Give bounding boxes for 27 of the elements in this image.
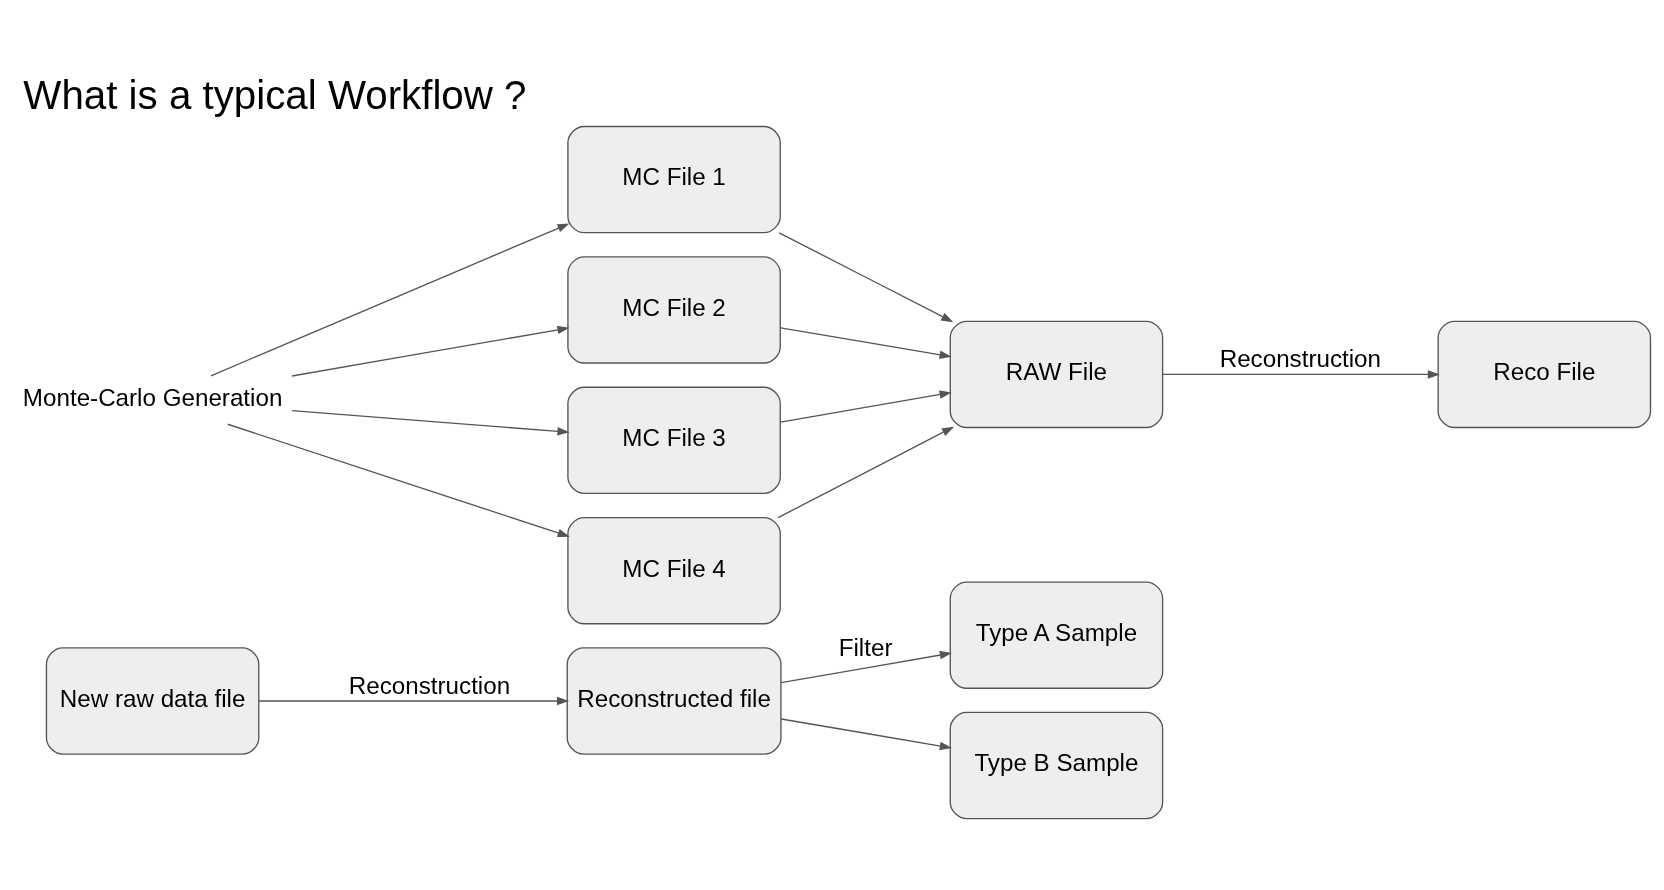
edge-label: Filter: [838, 633, 893, 661]
arrow: [227, 423, 570, 537]
arrow: [1162, 370, 1440, 379]
edge-label: Reconstruction: [348, 671, 511, 699]
node-box: Type B Sample: [949, 711, 1164, 820]
node-box: MC File 2: [567, 256, 781, 364]
arrow: [780, 718, 952, 751]
node-box: New raw data file: [45, 647, 260, 755]
node-box: RAW File: [949, 320, 1164, 429]
arrow: [780, 390, 952, 423]
arrow: [778, 232, 954, 323]
node-text: Monte-Carlo Generation: [22, 383, 283, 411]
node-box: MC File 1: [567, 125, 781, 234]
node-box: MC File 4: [567, 516, 781, 625]
arrow: [777, 426, 955, 519]
diagram-title: What is a typical Workflow ?: [23, 73, 527, 119]
node-box: Type A Sample: [949, 581, 1164, 689]
arrow: [258, 696, 570, 706]
arrow: [291, 410, 570, 436]
node-box: Reconstructed file: [566, 647, 782, 755]
arrow: [780, 327, 952, 359]
node-box: Reco File: [1437, 320, 1652, 429]
node-box: MC File 3: [567, 386, 781, 495]
edge-label: Reconstruction: [1219, 344, 1382, 372]
arrow: [780, 650, 952, 684]
arrow: [291, 325, 570, 377]
arrow: [210, 223, 570, 377]
